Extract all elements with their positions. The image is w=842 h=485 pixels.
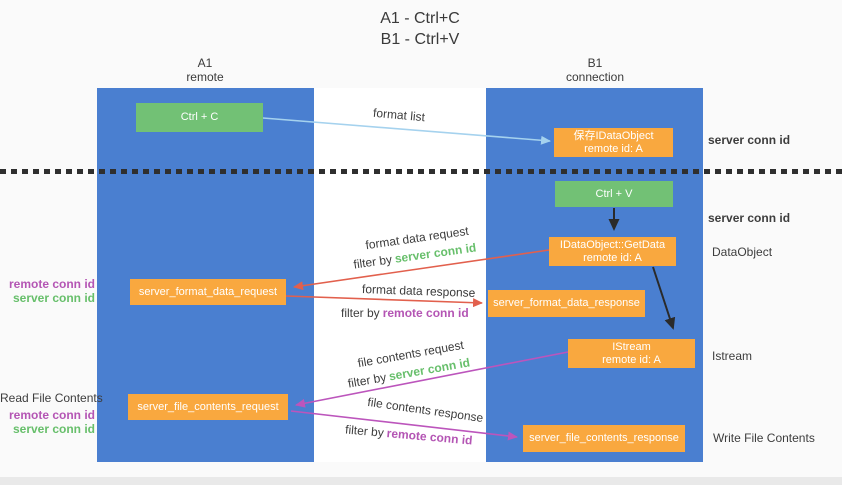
node-getdata-line1: IDataObject::GetData bbox=[559, 238, 666, 251]
lane-a1-subtitle: remote bbox=[186, 70, 224, 84]
lane-b1-subtitle: connection bbox=[565, 70, 625, 84]
node-ctrl-v-label: Ctrl + V bbox=[595, 187, 633, 200]
label-conn-id-group-1: remote conn id server conn id bbox=[0, 277, 95, 305]
label-server-conn-id-top: server conn id bbox=[708, 133, 791, 147]
diagram-title-line2: B1 - Ctrl+V bbox=[380, 31, 460, 48]
node-ctrl-c-label: Ctrl + C bbox=[180, 111, 219, 123]
filter-by-text: filter by bbox=[341, 306, 380, 320]
label-write-file-contents: Write File Contents bbox=[713, 431, 815, 445]
node-file-request-label: server_file_contents_request bbox=[137, 400, 279, 413]
node-server-file-contents-request: server_file_contents_request bbox=[128, 394, 288, 420]
node-istream: IStream remote id: A bbox=[568, 339, 695, 368]
label-conn-id-group-2: remote conn id server conn id bbox=[0, 408, 95, 436]
node-file-response-label: server_file_contents_response bbox=[529, 432, 679, 444]
node-ctrl-v: Ctrl + V bbox=[555, 181, 673, 207]
node-save-idataobject: 保存IDataObject remote id: A bbox=[554, 128, 673, 157]
copy-paste-separator-line bbox=[0, 169, 842, 174]
label-remote-conn-id-left-2: remote conn id bbox=[8, 408, 95, 422]
label-server-conn-id-mid: server conn id bbox=[708, 211, 791, 225]
node-server-format-data-request: server_format_data_request bbox=[130, 279, 286, 305]
node-server-file-contents-response: server_file_contents_response bbox=[523, 425, 685, 452]
lane-a1-title: A1 bbox=[197, 56, 213, 70]
node-format-request-label: server_format_data_request bbox=[138, 285, 278, 298]
node-format-response-label: server_format_data_response bbox=[493, 297, 640, 309]
node-getdata-line2: remote id: A bbox=[583, 251, 642, 264]
node-ctrl-c: Ctrl + C bbox=[136, 103, 263, 132]
node-istream-line2: remote id: A bbox=[602, 353, 661, 366]
node-save-idataobject-line2: remote id: A bbox=[584, 142, 643, 155]
lane-header-a1: A1 remote bbox=[150, 56, 260, 84]
node-save-idataobject-line1: 保存IDataObject bbox=[573, 129, 654, 142]
label-server-conn-id-left-2: server conn id bbox=[12, 422, 95, 436]
label-dataobject: DataObject bbox=[712, 245, 773, 259]
label-istream: Istream bbox=[712, 349, 753, 363]
lane-b1-title: B1 bbox=[587, 56, 603, 70]
lane-header-b1: B1 connection bbox=[540, 56, 650, 84]
remote-conn-id-text: remote conn id bbox=[382, 306, 469, 320]
node-istream-line1: IStream bbox=[612, 340, 651, 353]
node-idataobject-getdata: IDataObject::GetData remote id: A bbox=[549, 237, 676, 266]
label-server-conn-id-left-1: server conn id bbox=[12, 291, 95, 305]
bottom-edge-strip bbox=[0, 477, 842, 485]
node-server-format-data-response: server_format_data_response bbox=[488, 290, 645, 317]
diagram-title: A1 - Ctrl+C B1 - Ctrl+V bbox=[330, 8, 510, 50]
diagram-title-line1: A1 - Ctrl+C bbox=[380, 10, 460, 27]
label-read-file-contents: Read File Contents bbox=[0, 391, 103, 405]
label-remote-conn-id-left-1: remote conn id bbox=[8, 277, 95, 291]
